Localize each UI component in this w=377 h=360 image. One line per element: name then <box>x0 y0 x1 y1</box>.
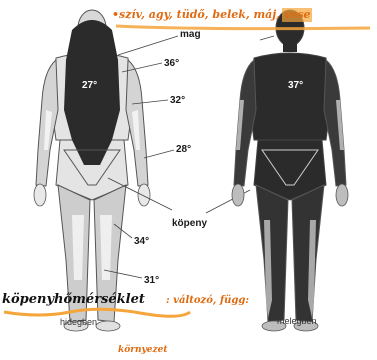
label-mag: mag <box>180 29 201 40</box>
left-core-temp: 27° <box>82 80 97 91</box>
caption-hidegben: hidegben <box>60 317 97 327</box>
right-body-figure: 37° <box>232 10 348 331</box>
temp-label-32: 32° <box>170 95 185 106</box>
bottom-handwritten-line2: környezet <box>118 344 168 355</box>
right-core-temp: 37° <box>288 80 303 91</box>
bottom-handwritten-note: : változó, függ: <box>166 295 249 306</box>
temp-label-31: 31° <box>144 275 159 286</box>
top-handwritten-note: •szív, agy, tüdő, belek, máj, vese <box>112 8 311 21</box>
temp-label-34: 34° <box>134 236 149 247</box>
label-kopeny: köpeny <box>172 218 207 229</box>
top-highlight-stroke <box>116 26 370 29</box>
caption-melegben: melegben <box>277 316 317 326</box>
temp-label-36: 36° <box>164 58 179 69</box>
bottom-handwritten-title: köpenyhőmérséklet <box>2 292 145 307</box>
temp-label-28: 28° <box>176 144 191 155</box>
left-body-figure: 27° <box>34 10 150 331</box>
bottom-underline-stroke <box>4 309 190 316</box>
